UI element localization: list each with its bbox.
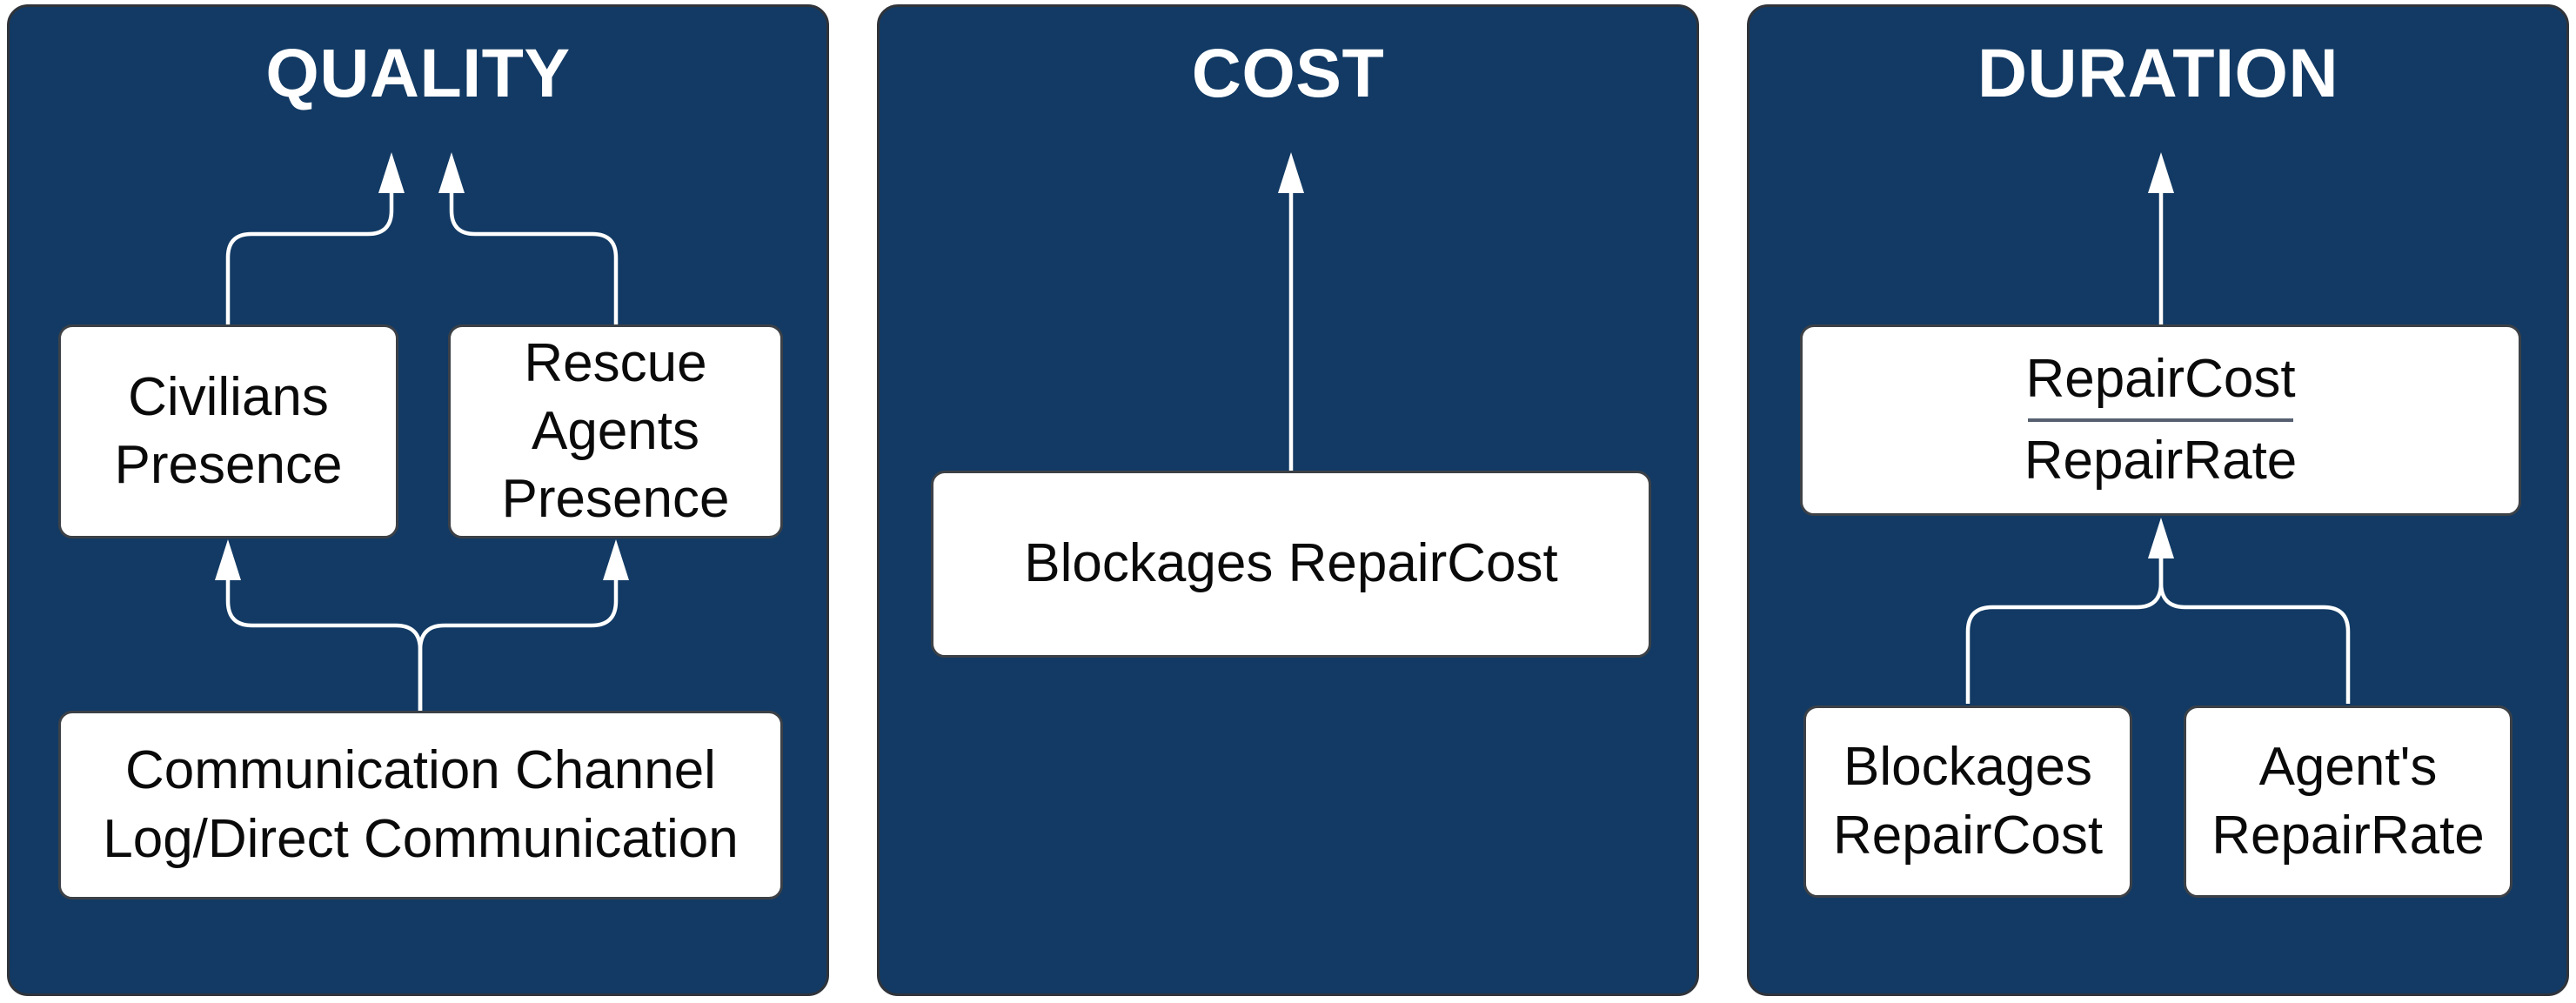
node-blockages-repaircost-duration: Blockages RepairCost [1803, 705, 2132, 898]
node-civilians-presence-line1: Civilians [128, 366, 329, 427]
node-blockages-repaircost-line1: Blockages RepairCost [1024, 533, 1558, 594]
node-blockages-repaircost: Blockages RepairCost [931, 471, 1651, 658]
node-agents-repairrate: Agent's RepairRate [2184, 705, 2512, 898]
node-communication-line1: Communication Channel [125, 740, 716, 801]
arrow-up-icon [378, 152, 405, 193]
node-repaircost-over-repairrate: RepairCost RepairRate [1800, 324, 2521, 516]
connector-line [225, 578, 423, 711]
panel-duration-title: DURATION [1977, 34, 2339, 111]
connector-line [2158, 557, 2351, 704]
node-agents-repairrate-line1: Agent's [2258, 737, 2438, 798]
arrow-up-icon [215, 539, 241, 580]
arrow-up-icon [2148, 518, 2174, 558]
connector-line [449, 191, 619, 324]
panel-cost: COST Blockages RepairCost [877, 4, 1699, 996]
panel-quality-title: QUALITY [265, 34, 571, 111]
node-rescue-agents-line1: Rescue [524, 332, 707, 393]
connector-line [225, 191, 394, 324]
node-rescue-agents-line3: Presence [501, 469, 730, 530]
fraction-bar [2028, 418, 2293, 422]
node-civilians-presence-line2: Presence [114, 435, 343, 495]
node-blockages-duration-line1: Blockages [1843, 737, 2093, 798]
node-blockages-duration-line2: RepairCost [1832, 805, 2104, 866]
node-agents-repairrate-line2: RepairRate [2211, 805, 2485, 866]
node-communication-channel: Communication Channel Log/Direct Communi… [58, 711, 783, 899]
node-civilians-presence: Civilians Presence [58, 324, 398, 538]
panel-cost-title: COST [1191, 34, 1385, 111]
node-rescue-agents-line2: Agents [531, 400, 700, 461]
fraction-numerator: RepairCost [2025, 348, 2296, 409]
arrow-up-icon [438, 152, 465, 193]
node-communication-line2: Log/Direct Communication [103, 808, 739, 869]
arrow-up-icon [1278, 152, 1304, 193]
connector-line [418, 578, 619, 711]
fraction-denominator: RepairRate [2024, 431, 2298, 491]
connector-line [1965, 557, 2164, 704]
panel-duration: DURATION RepairCost RepairRate Blockages… [1747, 4, 2569, 996]
arrow-up-icon [2148, 152, 2174, 193]
panel-quality: QUALITY Civilians Presence Rescue Agents… [7, 4, 829, 996]
node-rescue-agents-presence: Rescue Agents Presence [448, 324, 783, 538]
arrow-up-icon [603, 539, 629, 580]
